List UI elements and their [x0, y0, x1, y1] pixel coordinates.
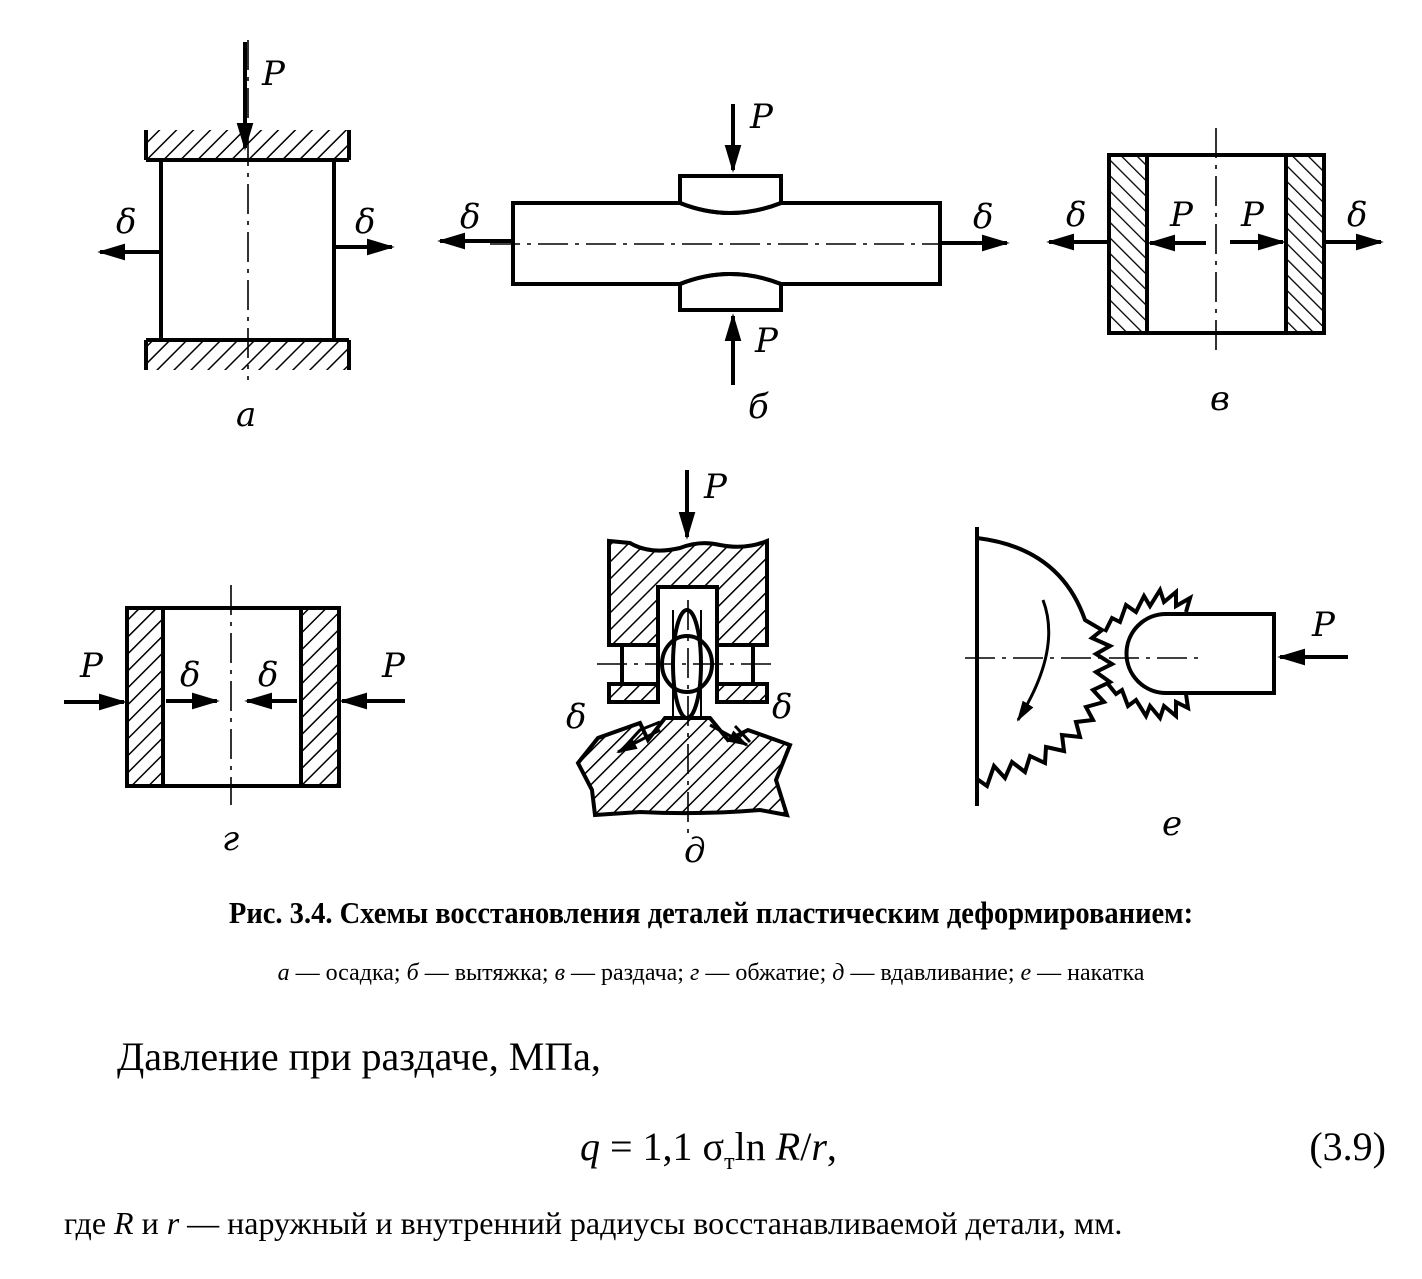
scheme-b-drawing — [437, 104, 1010, 385]
force-label: P — [79, 646, 104, 686]
figure-caption-title: Рис. 3.4. Схемы восстановления деталей п… — [228, 895, 1194, 930]
formula-coefficient: = 1,1 σ — [600, 1124, 725, 1169]
legend-text: — раздача; — [564, 960, 690, 986]
deformation-label: δ — [460, 197, 480, 237]
legend-text: — накатка — [1031, 960, 1145, 986]
formula-explanation: где R и r — наружный и внутренний радиус… — [64, 1205, 1122, 1242]
force-label: P — [1240, 195, 1265, 235]
deformation-label: δ — [1066, 195, 1086, 235]
formula-slash: / — [800, 1124, 812, 1169]
legend-letter: в — [554, 960, 565, 986]
deformation-label: δ — [566, 697, 586, 737]
explanation-r: r — [166, 1205, 180, 1241]
force-label: P — [261, 54, 286, 94]
deformation-label: δ — [973, 197, 993, 237]
legend-text: — осадка; — [289, 960, 407, 986]
deformation-label: δ — [355, 202, 375, 242]
formula-subscript: т — [724, 1149, 735, 1175]
sub-figure-label-b: б — [748, 387, 769, 427]
formula-comma: , — [826, 1124, 837, 1169]
deformation-label: δ — [258, 655, 278, 695]
legend-text: — вытяжка; — [418, 960, 555, 986]
force-label: P — [381, 646, 406, 686]
deformation-label: δ — [772, 687, 792, 727]
figure-legend: а — осадка; б — вытяжка; в — раздача; г … — [0, 960, 1422, 987]
deformation-label: δ — [1347, 195, 1367, 235]
pressure-formula: q = 1,1 σтln R/r, — [580, 1123, 837, 1176]
formula-q: q — [580, 1124, 600, 1169]
force-label: P — [1311, 605, 1336, 645]
scheme-g-crimping — [64, 585, 405, 805]
legend-letter: б — [406, 960, 419, 986]
equation-number: (3.9) — [1309, 1124, 1386, 1169]
explanation-rest: — наружный и внутренний радиусы восстана… — [179, 1205, 1123, 1241]
scheme-a-upsetting — [97, 40, 395, 380]
legend-letter: г — [689, 960, 700, 986]
legend-text: — вдавливание; — [844, 960, 1021, 986]
explanation-R: R — [114, 1205, 134, 1241]
legend-letter: д — [832, 960, 845, 986]
explanation-where: где — [64, 1205, 115, 1241]
legend-text: — обжатие; — [699, 960, 833, 986]
sub-figure-label-v: в — [1210, 379, 1230, 419]
legend-letter: а — [277, 960, 290, 986]
formula-R: R — [775, 1124, 801, 1169]
scheme-v-expansion — [1046, 128, 1384, 350]
explanation-and: и — [133, 1205, 167, 1241]
sub-figure-label-a: а — [236, 395, 256, 435]
force-label: P — [749, 97, 774, 137]
formula-r: r — [811, 1124, 827, 1169]
scheme-d-indentation — [575, 470, 793, 840]
deformation-label: δ — [116, 202, 136, 242]
force-label: P — [754, 321, 779, 361]
formula-ln: ln — [734, 1124, 776, 1169]
figure-labels: P δ δ а P δ δ P б δ P P δ в P δ δ P г P … — [79, 54, 1367, 871]
sub-figure-label-d: д — [684, 831, 706, 871]
force-label: P — [1169, 195, 1194, 235]
sub-figure-label-e: е — [1162, 804, 1182, 844]
sub-figure-label-g: г — [222, 819, 239, 859]
force-label: P — [703, 467, 728, 507]
deformation-label: δ — [180, 655, 200, 695]
pressure-intro-text: Давление при раздаче, МПа, — [117, 1034, 601, 1079]
legend-letter: е — [1020, 960, 1032, 986]
scheme-e-knurling — [965, 527, 1348, 806]
